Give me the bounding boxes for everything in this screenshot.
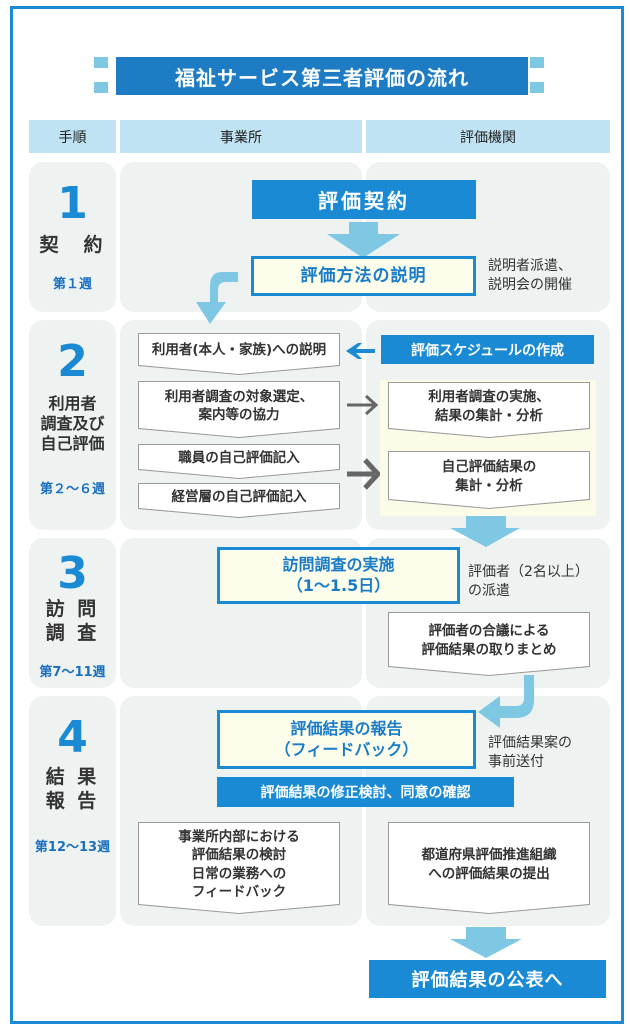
step2-panel [29, 320, 116, 530]
arrow-left-icon [346, 343, 375, 359]
box-text: 事業所内部における 評価結果の検討 日常の業務への フィードバック [139, 823, 339, 913]
arrow-down-icon [327, 222, 400, 258]
prefecture-submission-box: 都道府県評価推進組織 への評価結果の提出 [388, 822, 590, 914]
box-text: 利用者(本人・家族)への説明 [139, 334, 339, 374]
box-text: 利用者調査の実施、 結果の集計・分析 [389, 383, 589, 437]
site-visit-box: 訪問調査の実施 （1～1.5日） [217, 547, 460, 604]
evaluation-report-box: 評価結果の報告 （フィードバック） [217, 710, 476, 769]
title-decoration [94, 82, 108, 93]
step4-week: 第12～13週 [34, 840, 111, 855]
diagram-title: 福祉サービス第三者評価の流れ [116, 57, 528, 95]
title-decoration [530, 57, 544, 68]
step1-panel [29, 162, 116, 312]
arrow-down-icon [450, 927, 522, 958]
header-office: 事業所 [120, 120, 362, 153]
curved-arrow-icon [478, 675, 534, 728]
step2-label: 利用者 調査及び 自己評価 [40, 394, 105, 453]
arrow-down-icon [450, 516, 520, 547]
self-evaluation-summary-box: 自己評価結果の 集計・分析 [388, 451, 590, 509]
step3-panel [29, 538, 116, 688]
step3-number: 3 [57, 548, 88, 599]
revision-agreement-box: 評価結果の修正検討、同意の確認 [217, 777, 514, 807]
step3-label: 訪 問 調 査 [45, 598, 100, 644]
box-text: 自己評価結果の 集計・分析 [389, 452, 589, 508]
step2-week: 第２～６週 [39, 482, 105, 497]
publish-results-box: 評価結果の公表へ [369, 960, 606, 998]
evaluation-contract-box: 評価契約 [252, 180, 476, 219]
header-procedure: 手順 [29, 120, 116, 153]
step3-note: 評価者（2名以上） の派遣 [468, 564, 589, 599]
survey-cooperation-box: 利用者調査の対象選定、 案内等の協力 [138, 381, 340, 438]
step3-week: 第7～11週 [39, 665, 106, 680]
evaluation-method-explanation-box: 評価方法の説明 [251, 256, 476, 296]
outer-frame [10, 6, 624, 1024]
box-text: 利用者調査の対象選定、 案内等の協力 [139, 382, 339, 437]
title-decoration [530, 82, 544, 93]
box-text: 都道府県評価推進組織 への評価結果の提出 [389, 823, 589, 913]
step4-number: 4 [57, 712, 88, 763]
box-text: 評価者の合議による 評価結果の取りまとめ [389, 613, 589, 675]
step2-number: 2 [57, 336, 88, 387]
step1-number: 1 [57, 178, 88, 229]
header-agency: 評価機関 [366, 120, 610, 153]
step1-week: 第１週 [52, 277, 92, 292]
step4-panel [29, 696, 116, 926]
office-internal-review-box: 事業所内部における 評価結果の検討 日常の業務への フィードバック [138, 822, 340, 914]
user-survey-implementation-box: 利用者調査の実施、 結果の集計・分析 [388, 382, 590, 438]
step1-note: 説明者派遣、 説明会の開催 [488, 258, 572, 293]
arrow-right-icon [347, 394, 379, 416]
step4-note: 評価結果案の 事前送付 [488, 735, 572, 770]
evaluator-consensus-box: 評価者の合議による 評価結果の取りまとめ [388, 612, 590, 676]
title-decoration [94, 57, 108, 68]
curved-arrow-icon [196, 272, 238, 324]
management-self-evaluation-box: 経営層の自己評価記入 [138, 483, 340, 518]
schedule-creation-box: 評価スケジュールの作成 [381, 335, 594, 364]
user-family-explanation-box: 利用者(本人・家族)への説明 [138, 333, 340, 375]
arrow-right-icon [347, 458, 382, 490]
step4-label: 結 果 報 告 [45, 766, 100, 812]
step1-label: 契 約 [39, 234, 106, 256]
